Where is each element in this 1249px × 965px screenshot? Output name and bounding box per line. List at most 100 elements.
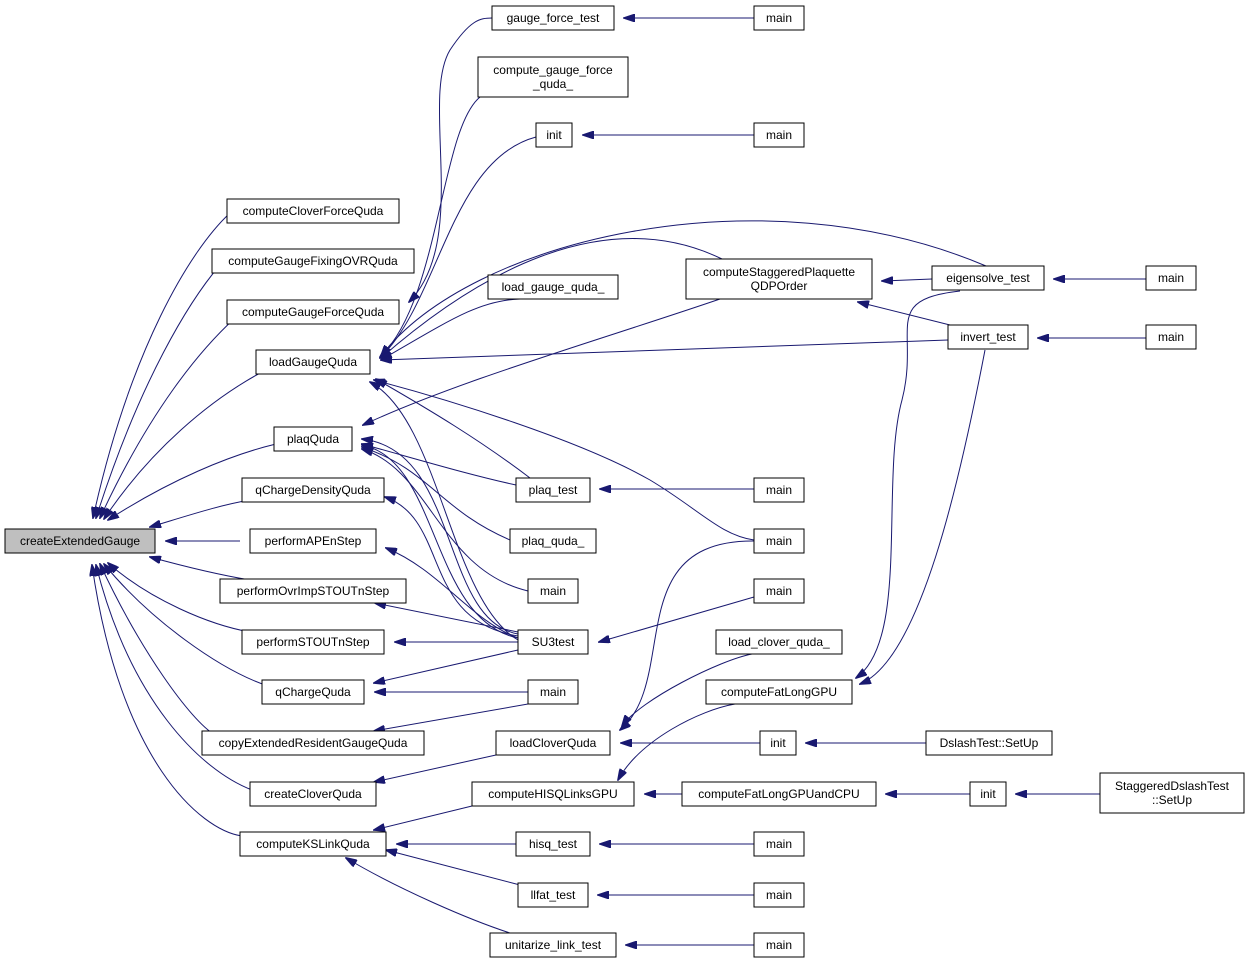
node-loadGaugeQuda[interactable]: loadGaugeQuda	[255, 349, 371, 375]
node-label: main	[766, 938, 792, 952]
node-computeFatLongGPU[interactable]: computeFatLongGPU	[705, 679, 853, 705]
node-label: performOvrImpSTOUTnStep	[237, 584, 390, 598]
node-init2[interactable]: init	[759, 730, 797, 756]
node-box	[753, 122, 805, 148]
node-init3[interactable]: init	[969, 781, 1007, 807]
node-hisq_test[interactable]: hisq_test	[515, 831, 591, 857]
node-main_su3[interactable]: main	[753, 578, 805, 604]
node-gauge_force_test[interactable]: gauge_force_test	[491, 5, 615, 31]
node-main_gft[interactable]: main	[753, 5, 805, 31]
node-plaqQuda[interactable]: plaqQuda	[273, 426, 353, 452]
node-box	[509, 528, 597, 554]
node-main_plaqq[interactable]: main	[527, 578, 579, 604]
edge-createExtendedGauge-performOvrImpSTOUTnStep	[150, 557, 251, 581]
node-label: QDPOrder	[751, 279, 808, 293]
node-init1[interactable]: init	[535, 122, 573, 148]
edge-createExtendedGauge-loadGaugeQuda	[104, 371, 263, 519]
node-load_clover_quda_[interactable]: load_clover_quda_	[715, 629, 843, 655]
edge-createExtendedGauge-performSTOUTnStep	[108, 563, 251, 633]
node-computeKSLinkQuda[interactable]: computeKSLinkQuda	[239, 831, 387, 857]
node-label: DslashTest::SetUp	[940, 736, 1039, 750]
edge-loadGaugeQuda-compute_gauge_force_quda_	[380, 96, 481, 357]
node-box	[931, 265, 1045, 291]
node-createCloverQuda[interactable]: createCloverQuda	[249, 781, 377, 807]
node-main_shared[interactable]: main	[753, 528, 805, 554]
node-main_eig[interactable]: main	[1145, 265, 1197, 291]
edge-createExtendedGauge-computeKSLinkQuda	[92, 565, 243, 837]
node-eigensolve_test[interactable]: eigensolve_test	[931, 265, 1045, 291]
node-label: init	[980, 787, 996, 801]
node-computeGaugeFixingOVRQuda[interactable]: computeGaugeFixingOVRQuda	[211, 248, 415, 274]
edge-loadGaugeQuda-main_shared	[374, 380, 755, 541]
node-plaq_quda_[interactable]: plaq_quda_	[509, 528, 597, 554]
node-box	[249, 528, 377, 554]
node-unitarize_link_test[interactable]: unitarize_link_test	[489, 932, 617, 958]
node-label: computeStaggeredPlaquette	[703, 265, 855, 279]
edge-loadGaugeQuda-eigensolve_test	[381, 220, 987, 356]
node-box	[705, 679, 853, 705]
edge-loadGaugeQuda-plaq_test	[376, 379, 531, 479]
node-label: loadGaugeQuda	[269, 355, 357, 369]
node-label: compute_gauge_force	[493, 63, 613, 77]
node-main_inv[interactable]: main	[1145, 324, 1197, 350]
node-box	[477, 56, 629, 98]
edge-qChargeQuda-SU3test	[374, 649, 519, 683]
node-label: main	[766, 584, 792, 598]
node-box	[517, 882, 589, 908]
node-box	[753, 5, 805, 31]
node-main_init1[interactable]: main	[753, 122, 805, 148]
node-box	[273, 426, 353, 452]
node-performAPEnStep[interactable]: performAPEnStep	[249, 528, 377, 554]
node-label: computeFatLongGPUandCPU	[698, 787, 859, 801]
edge-loadCloverQuda-main_shared	[620, 540, 755, 730]
node-computeHISQLinksGPU[interactable]: computeHISQLinksGPU	[471, 781, 635, 807]
node-DslashTest_SetUp[interactable]: DslashTest::SetUp	[925, 730, 1053, 756]
node-label: init	[546, 128, 562, 142]
node-copyExtendedResidentGaugeQuda[interactable]: copyExtendedResidentGaugeQuda	[201, 730, 425, 756]
node-main_unit[interactable]: main	[753, 932, 805, 958]
node-createExtendedGauge[interactable]: createExtendedGauge	[4, 528, 156, 554]
node-label: plaq_quda_	[522, 534, 585, 548]
node-box	[517, 629, 589, 655]
node-box	[681, 781, 877, 807]
edge-createExtendedGauge-copyExtendedResidentGaugeQuda	[100, 564, 216, 736]
node-main_plaqtest[interactable]: main	[753, 477, 805, 503]
node-label: main	[766, 888, 792, 902]
edge-createCloverQuda-loadCloverQuda	[374, 754, 497, 782]
node-box	[753, 528, 805, 554]
node-performOvrImpSTOUTnStep[interactable]: performOvrImpSTOUTnStep	[219, 578, 407, 604]
node-computeCloverForceQuda[interactable]: computeCloverForceQuda	[226, 198, 400, 224]
edge-performAPEnStep-SU3test	[386, 548, 519, 639]
node-main_llfat[interactable]: main	[753, 882, 805, 908]
node-loadCloverQuda[interactable]: loadCloverQuda	[495, 730, 611, 756]
node-label: main	[540, 584, 566, 598]
node-main_hisq[interactable]: main	[753, 831, 805, 857]
node-label: loadCloverQuda	[510, 736, 597, 750]
node-label: eigensolve_test	[946, 271, 1030, 285]
node-label: invert_test	[960, 330, 1016, 344]
node-load_gauge_quda_[interactable]: load_gauge_quda_	[487, 274, 619, 300]
node-plaq_test[interactable]: plaq_test	[515, 477, 591, 503]
edge-computeFatLongGPU-eigensolve_test	[856, 290, 961, 678]
node-box	[1145, 324, 1197, 350]
node-label: StaggeredDslashTest	[1115, 779, 1230, 793]
node-box	[753, 831, 805, 857]
node-label: computeGaugeFixingOVRQuda	[228, 254, 398, 268]
node-main_qcq[interactable]: main	[527, 679, 579, 705]
edge-createExtendedGauge-computeGaugeFixingOVRQuda	[96, 264, 221, 518]
node-computeGaugeForceQuda[interactable]: computeGaugeForceQuda	[226, 299, 400, 325]
node-qChargeQuda[interactable]: qChargeQuda	[261, 679, 365, 705]
node-box	[471, 781, 635, 807]
node-box	[219, 578, 407, 604]
node-llfat_test[interactable]: llfat_test	[517, 882, 589, 908]
node-SU3test[interactable]: SU3test	[517, 629, 589, 655]
node-StaggeredDslashTest_SetUp[interactable]: StaggeredDslashTest::SetUp	[1099, 772, 1245, 814]
node-invert_test[interactable]: invert_test	[947, 324, 1029, 350]
node-performSTOUTnStep[interactable]: performSTOUTnStep	[241, 629, 385, 655]
node-label: main	[766, 11, 792, 25]
node-qChargeDensityQuda[interactable]: qChargeDensityQuda	[241, 477, 385, 503]
node-box	[495, 730, 611, 756]
node-computeFatLongGPUandCPU[interactable]: computeFatLongGPUandCPU	[681, 781, 877, 807]
node-compute_gauge_force_quda_[interactable]: compute_gauge_force_quda_	[477, 56, 629, 98]
